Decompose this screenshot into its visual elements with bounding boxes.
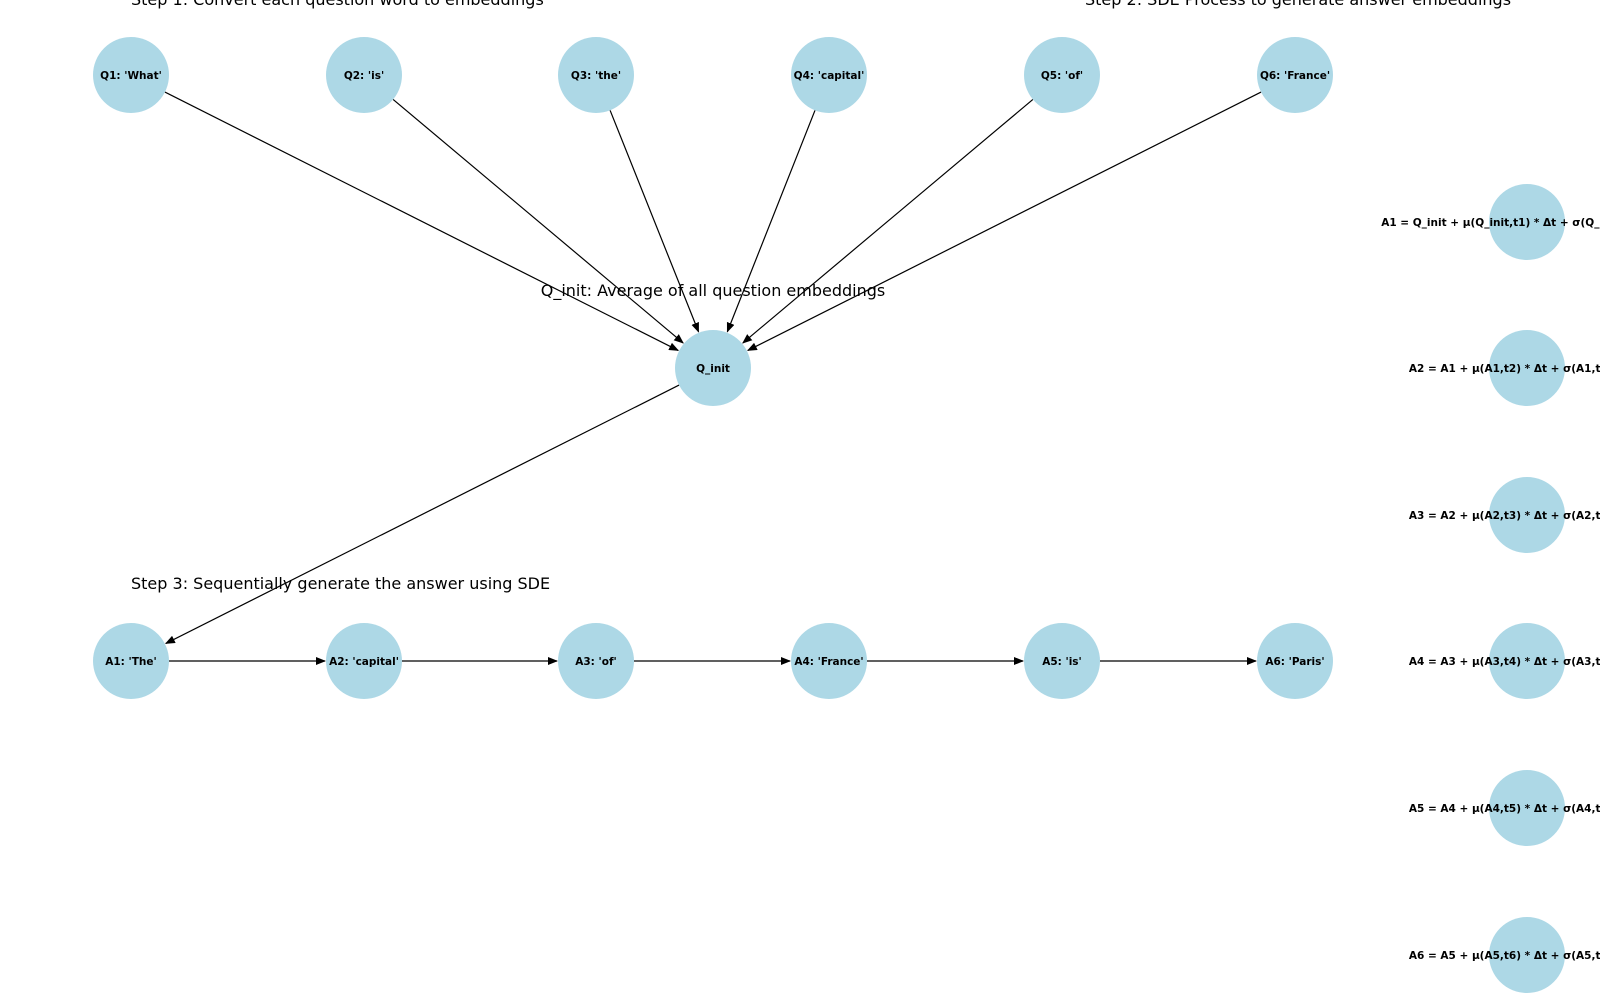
- edge-q5-to-qinit: [742, 98, 1034, 344]
- question-node-q2-label: Q2: 'is': [344, 70, 384, 82]
- sde-node-a2-label: A2 = A1 + μ(A1,t2) * Δt + σ(A1,t2) * ΔW: [1409, 363, 1600, 375]
- answer-node-a5-circle: [1024, 623, 1100, 699]
- qinit-label: Q_init: Average of all question embeddin…: [541, 281, 885, 301]
- answer-node-a4-circle: [791, 623, 867, 699]
- question-node-q2: Q2: 'is': [326, 37, 402, 113]
- question-node-q3: Q3: 'the': [558, 37, 634, 113]
- question-node-q4: Q4: 'capital': [791, 37, 867, 113]
- question-node-q1-circle: [93, 37, 169, 113]
- question-node-q4-circle: [791, 37, 867, 113]
- answer-node-a6-label: A6: 'Paris': [1265, 656, 1324, 668]
- edge-q2-to-qinit: [392, 98, 684, 344]
- edges-layer: [164, 91, 1262, 665]
- labels-layer: Step 1: Convert each question word to em…: [131, 0, 1511, 593]
- step2-label: Step 2: SDE Process to generate answer e…: [1085, 0, 1511, 9]
- sde-node-a1: A1 = Q_init + μ(Q_init,t1) * Δt + σ(Q_in…: [1381, 184, 1600, 260]
- question-node-q5-label: Q5: 'of': [1041, 70, 1083, 82]
- sde-node-a2-circle: [1489, 330, 1565, 406]
- sde-node-a2: A2 = A1 + μ(A1,t2) * Δt + σ(A1,t2) * ΔW: [1409, 330, 1600, 406]
- answer-node-a2-label: A2: 'capital': [329, 656, 399, 668]
- sde-node-a3-label: A3 = A2 + μ(A2,t3) * Δt + σ(A2,t3) * ΔW: [1409, 510, 1600, 522]
- sde-node-a3-circle: [1489, 477, 1565, 553]
- step1-label: Step 1: Convert each question word to em…: [131, 0, 544, 9]
- question-node-q6-circle: [1257, 37, 1333, 113]
- question-node-q1-label: Q1: 'What': [100, 70, 162, 82]
- answer-node-a3: A3: 'of': [558, 623, 634, 699]
- answer-node-a1-label: A1: 'The': [105, 656, 156, 668]
- sde-node-a4-circle: [1489, 623, 1565, 699]
- answer-node-a6: A6: 'Paris': [1257, 623, 1333, 699]
- question-node-q6: Q6: 'France': [1257, 37, 1333, 113]
- edge-q3-to-qinit: [609, 110, 700, 333]
- answer-node-a6-circle: [1257, 623, 1333, 699]
- sde-node-a6: A6 = A5 + μ(A5,t6) * Δt + σ(A5,t6) * ΔW: [1409, 917, 1600, 993]
- answer-node-a3-circle: [558, 623, 634, 699]
- sde-node-a5-label: A5 = A4 + μ(A4,t5) * Δt + σ(A4,t5) * ΔW: [1409, 803, 1600, 815]
- answer-node-a2-circle: [326, 623, 402, 699]
- question-node-q4-label: Q4: 'capital': [794, 70, 865, 82]
- question-node-q2-circle: [326, 37, 402, 113]
- sde-node-a1-label: A1 = Q_init + μ(Q_init,t1) * Δt + σ(Q_in…: [1381, 217, 1600, 229]
- answer-node-a1-circle: [93, 623, 169, 699]
- sde-node-a5: A5 = A4 + μ(A4,t5) * Δt + σ(A4,t5) * ΔW: [1409, 770, 1600, 846]
- edge-qinit-to-a1: [164, 384, 680, 644]
- qinit-node-circle: [675, 330, 751, 406]
- edge-q1-to-qinit: [164, 91, 680, 351]
- sde-node-a6-label: A6 = A5 + μ(A5,t6) * Δt + σ(A5,t6) * ΔW: [1409, 950, 1600, 962]
- qinit-node-label: Q_init: [696, 363, 730, 375]
- answer-node-a4-label: A4: 'France': [794, 656, 863, 668]
- sde-node-a4-label: A4 = A3 + μ(A3,t4) * Δt + σ(A3,t4) * ΔW: [1409, 656, 1600, 668]
- nodes-layer: Q1: 'What' Q2: 'is' Q3: 'the' Q4: 'capital'…: [93, 37, 1600, 993]
- answer-node-a5: A5: 'is': [1024, 623, 1100, 699]
- sde-node-a5-circle: [1489, 770, 1565, 846]
- question-node-q6-label: Q6: 'France': [1260, 70, 1330, 82]
- step3-label: Step 3: Sequentially generate the answer…: [131, 574, 550, 593]
- answer-node-a4: A4: 'France': [791, 623, 867, 699]
- sde-node-a3: A3 = A2 + μ(A2,t3) * Δt + σ(A2,t3) * ΔW: [1409, 477, 1600, 553]
- question-node-q5-circle: [1024, 37, 1100, 113]
- sde-node-a6-circle: [1489, 917, 1565, 993]
- question-node-q3-circle: [558, 37, 634, 113]
- qinit-node: Q_init: [675, 330, 751, 406]
- question-node-q3-label: Q3: 'the': [571, 70, 621, 82]
- sde-node-a1-circle: [1489, 184, 1565, 260]
- question-node-q1: Q1: 'What': [93, 37, 169, 113]
- sde-node-a4: A4 = A3 + μ(A3,t4) * Δt + σ(A3,t4) * ΔW: [1409, 623, 1600, 699]
- answer-node-a2: A2: 'capital': [326, 623, 402, 699]
- answer-node-a3-label: A3: 'of': [575, 656, 617, 668]
- question-node-q5: Q5: 'of': [1024, 37, 1100, 113]
- answer-node-a1: A1: 'The': [93, 623, 169, 699]
- answer-node-a5-label: A5: 'is': [1042, 656, 1082, 668]
- edge-q6-to-qinit: [746, 91, 1262, 351]
- edge-q4-to-qinit: [726, 110, 816, 333]
